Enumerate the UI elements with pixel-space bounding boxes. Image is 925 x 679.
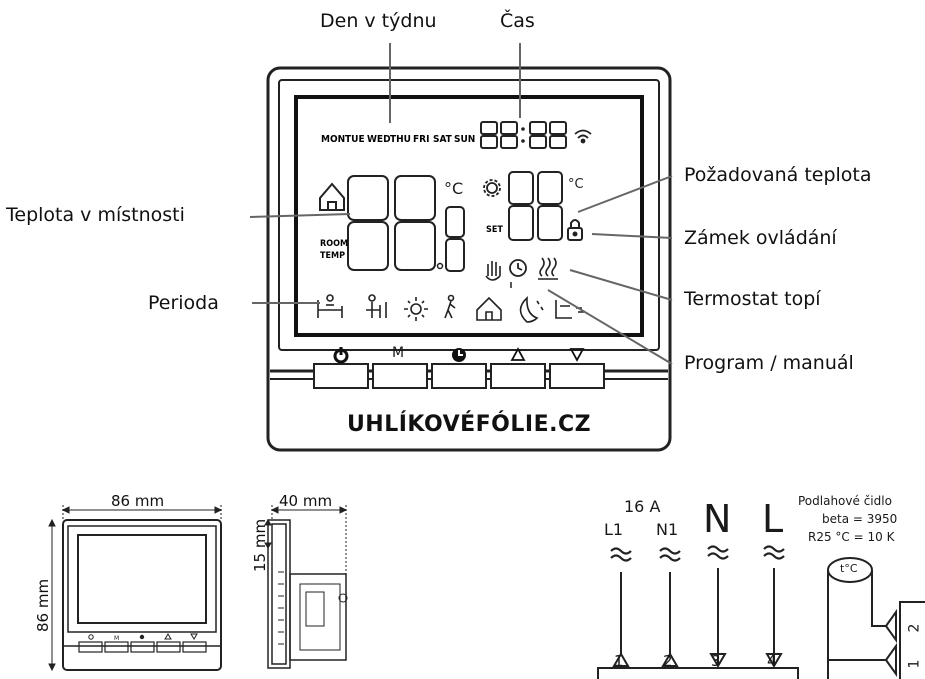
sensor-wiring	[827, 557, 925, 679]
hand-icon	[485, 261, 501, 281]
set-unit: °C	[568, 177, 584, 192]
mode-button-label: M	[392, 345, 405, 361]
home-icon	[319, 182, 345, 211]
terminal-label-n: N	[703, 497, 732, 541]
terminal-number-4: 4	[767, 652, 777, 670]
room-unit: °C	[444, 179, 463, 198]
svg-text:M: M	[114, 635, 119, 642]
label-time: Čas	[500, 10, 535, 32]
set-label: SET	[486, 225, 503, 235]
room-label-2: TEMP	[320, 251, 345, 261]
front-view-button-marks: M	[88, 633, 198, 642]
lcd-clock-digits	[480, 121, 567, 149]
program-clock-icon	[509, 259, 527, 277]
lcd-room-temp-digits	[347, 175, 465, 272]
sensor-symbol: t°C	[840, 562, 858, 575]
sensor-pin-2: 2	[906, 623, 923, 633]
device-outer-frame	[266, 66, 672, 452]
mode-button[interactable]	[372, 363, 428, 389]
lcd-day: SAT	[433, 134, 453, 145]
walk-icon	[444, 294, 456, 319]
sensor-title: Podlahové čidlo	[798, 494, 892, 508]
triangle-up-icon	[510, 347, 526, 361]
lcd-day: WED	[367, 134, 391, 145]
home-period-icon	[476, 296, 502, 321]
side-depth-label: 40 mm	[279, 492, 332, 510]
lcd-days-row: MON TUE WED THU FRI SAT SUN	[321, 134, 475, 145]
terminal-number-1: 1	[614, 652, 624, 670]
sensor-r25: R25 °C = 10 K	[808, 530, 895, 544]
button-row	[313, 363, 605, 389]
wifi-icon	[574, 129, 592, 144]
down-button[interactable]	[549, 363, 605, 389]
heating-icon	[538, 257, 558, 280]
leader-lines	[249, 43, 673, 365]
lcd-screen	[294, 95, 644, 337]
power-icon	[333, 347, 349, 364]
terminal-label-n1: N1	[656, 520, 679, 539]
terminal-number-2: 2	[663, 652, 673, 670]
label-day-of-week: Den v týdnu	[320, 10, 437, 32]
lock-icon	[567, 219, 583, 241]
side-back-label: 15 mm	[251, 519, 269, 572]
clock-button[interactable]	[431, 363, 487, 389]
front-width-label: 86 mm	[111, 492, 164, 510]
power-button[interactable]	[313, 363, 369, 389]
clock-icon	[452, 348, 466, 362]
side-view-drawing	[267, 519, 348, 669]
sun-icon	[404, 297, 428, 321]
sensor-beta: beta = 3950	[822, 512, 898, 526]
front-height-label: 86 mm	[34, 579, 52, 632]
lcd-set-temp-digits	[508, 171, 563, 241]
label-set-temp: Požadovaná teplota	[684, 164, 872, 186]
front-dimension-lines	[48, 505, 223, 672]
brand-text: UHLÍKOVÉFÓLIE.CZ	[346, 412, 592, 437]
label-lock: Zámek ovládání	[684, 227, 837, 249]
breakfast-icon	[366, 294, 387, 318]
label-room-temp: Teplota v místnosti	[6, 204, 185, 226]
triangle-down-icon	[569, 348, 585, 362]
up-button[interactable]	[490, 363, 546, 389]
wake-up-icon	[317, 294, 343, 318]
device-inner-frame	[278, 79, 660, 351]
moon-icon	[519, 296, 544, 323]
label-heating: Termostat topí	[684, 288, 821, 310]
terminal-wires	[612, 568, 783, 668]
tilde-symbols	[610, 545, 785, 562]
label-program: Program / manuál	[684, 352, 854, 374]
wiring-current: 16 A	[624, 497, 661, 516]
lcd-day: THU	[390, 134, 411, 145]
lcd-day: SUN	[454, 134, 475, 145]
sensor-pin-1: 1	[906, 659, 923, 669]
front-view-drawing	[62, 519, 222, 671]
lcd-day: MON	[321, 134, 345, 145]
period-icons	[317, 294, 584, 323]
terminal-label-l1: L1	[604, 520, 624, 539]
side-dimension-lines	[264, 505, 348, 574]
terminal-label-l: L	[762, 497, 784, 541]
room-label-1: ROOM	[320, 239, 348, 249]
gear-icon	[483, 179, 501, 197]
lcd-day: TUE	[345, 134, 365, 145]
lcd-day: FRI	[413, 134, 429, 145]
label-period: Perioda	[148, 292, 219, 314]
terminal-number-3: 3	[711, 652, 721, 670]
